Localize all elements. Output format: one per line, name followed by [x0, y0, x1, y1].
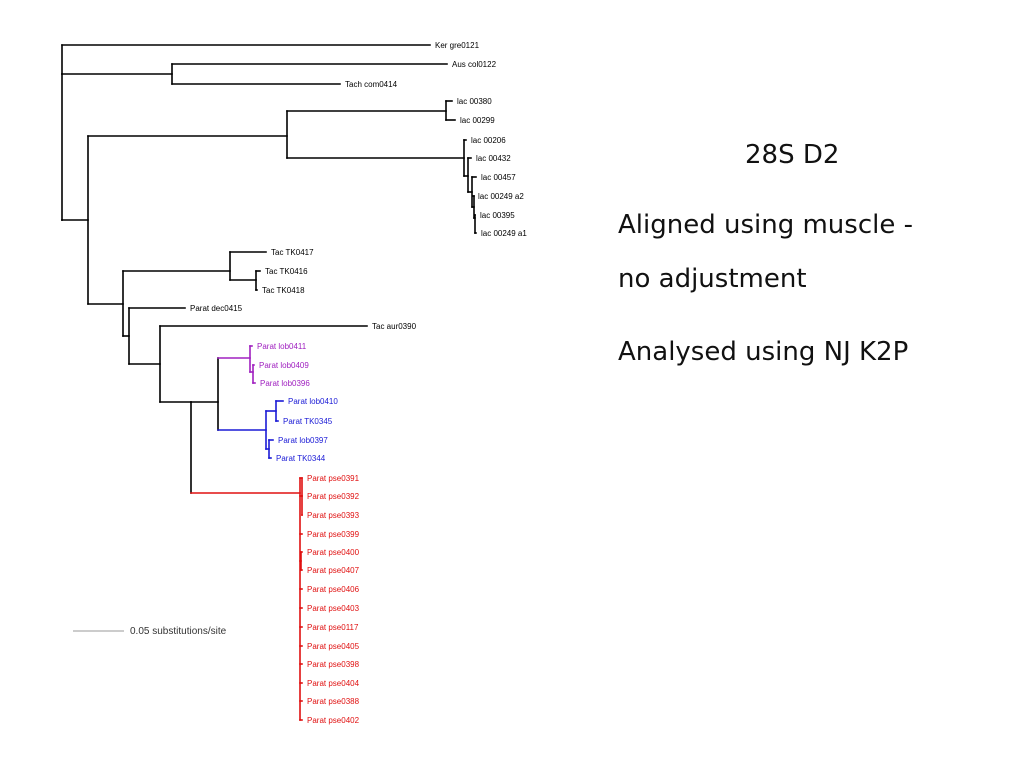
leaf-label: Parat pse0393	[307, 511, 360, 520]
tree-branches	[61, 44, 477, 721]
analysis-note: Analysed using NJ K2P	[618, 337, 909, 367]
leaf-label: lac 00249 a2	[478, 192, 524, 201]
leaf-label: Parat lob0409	[259, 361, 309, 370]
leaf-label: Tach com0414	[345, 80, 398, 89]
marker-title: 28S D2	[745, 140, 840, 170]
leaf-label: lac 00395	[480, 211, 515, 220]
leaf-label: lac 00380	[457, 97, 492, 106]
leaf-label: Parat lob0396	[260, 379, 310, 388]
leaf-label: Parat TK0344	[276, 454, 326, 463]
leaf-label: Parat pse0392	[307, 492, 360, 501]
leaf-label: Parat pse0400	[307, 548, 360, 557]
leaf-label: Parat dec0415	[190, 304, 243, 313]
leaf-label: Tac TK0417	[271, 248, 314, 257]
scale-bar-label: 0.05 substitutions/site	[130, 626, 227, 637]
leaf-label: Parat pse0403	[307, 604, 360, 613]
leaf-label: lac 00432	[476, 154, 511, 163]
leaf-label: Parat pse0398	[307, 660, 360, 669]
leaf-label: Parat lob0410	[288, 397, 338, 406]
leaf-label: Parat TK0345	[283, 417, 333, 426]
leaf-label: Parat pse0404	[307, 679, 360, 688]
leaf-label: Parat lob0397	[278, 436, 328, 445]
leaf-label: lac 00249 a1	[481, 229, 527, 238]
leaf-label: lac 00299	[460, 116, 495, 125]
leaf-label: Tac TK0416	[265, 267, 308, 276]
leaf-label: Parat pse0117	[307, 623, 359, 632]
leaf-label: Parat pse0407	[307, 566, 360, 575]
leaf-label: Parat pse0399	[307, 530, 360, 539]
leaf-label: lac 00457	[481, 173, 516, 182]
alignment-note-line2: no adjustment	[618, 264, 807, 294]
leaf-label: lac 00206	[471, 136, 506, 145]
leaf-label: Parat lob0411	[257, 342, 307, 351]
leaf-label: Parat pse0388	[307, 697, 360, 706]
leaf-label: Ker gre0121	[435, 41, 480, 50]
leaf-label: Tac aur0390	[372, 322, 417, 331]
leaf-label: Parat pse0402	[307, 716, 360, 725]
leaf-label: Parat pse0391	[307, 474, 360, 483]
leaf-label: Aus col0122	[452, 60, 497, 69]
scale-bar: 0.05 substitutions/site	[73, 626, 227, 637]
leaf-label: Parat pse0406	[307, 585, 360, 594]
leaf-label: Parat pse0405	[307, 642, 360, 651]
alignment-note-line1: Aligned using muscle -	[618, 210, 913, 240]
leaf-label: Tac TK0418	[262, 286, 305, 295]
